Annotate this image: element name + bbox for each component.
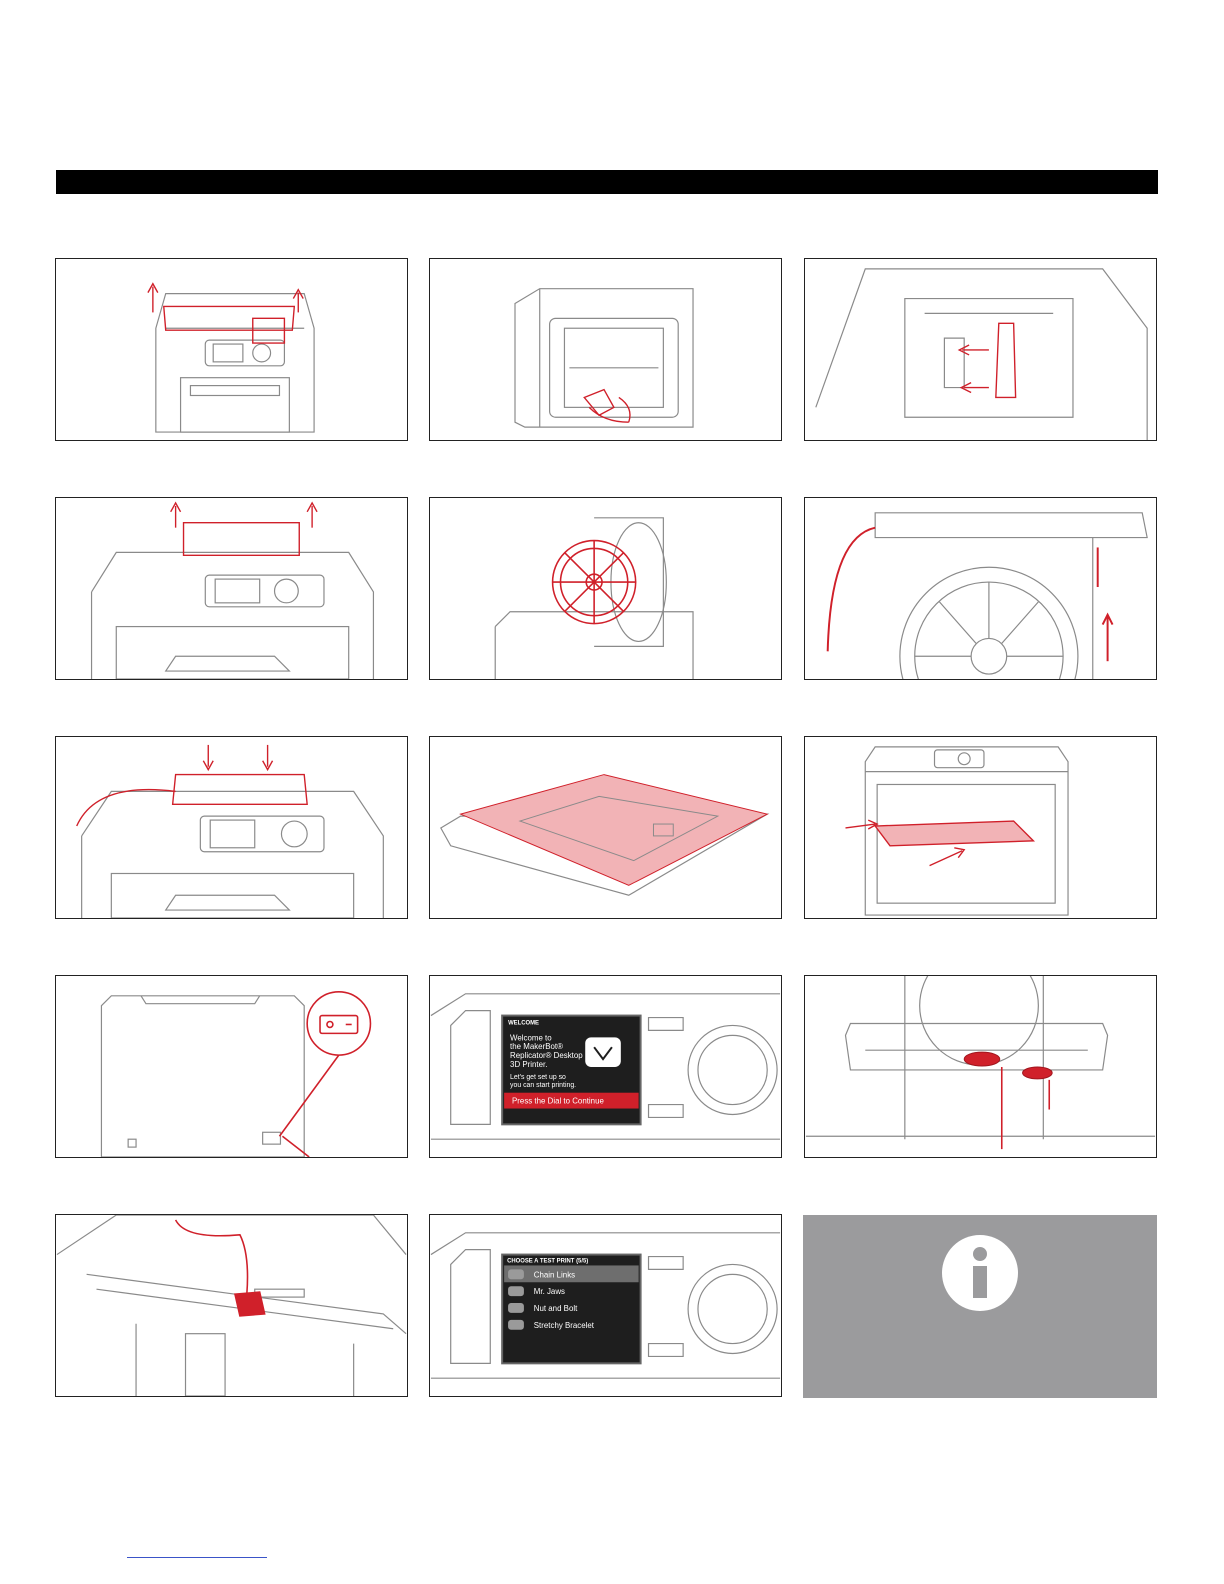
leveling-knobs-illustration [805, 976, 1156, 1157]
step-load-filament-panel [55, 1214, 408, 1397]
info-icon [803, 1215, 1157, 1398]
extruder-top-illustration [56, 1215, 407, 1396]
step-install-spool-panel [429, 497, 782, 680]
step-remove-packaging-panel [55, 258, 408, 441]
build-plate-illustration [430, 737, 781, 918]
info-panel [803, 1215, 1157, 1398]
spool-illustration [430, 498, 781, 679]
control-panel-illustration [430, 976, 781, 1157]
step-feed-filament-panel [804, 497, 1157, 680]
step-close-lid-panel [55, 736, 408, 919]
step-welcome-screen-panel: WELCOME Welcome to the MakerBot® Replica… [429, 975, 782, 1158]
step-insert-plate-panel [804, 736, 1157, 919]
printer-side-illustration [430, 259, 781, 440]
step-power-switch-panel [55, 975, 408, 1158]
footer-link-underline[interactable] [127, 1557, 267, 1558]
printer-lid-illustration [56, 498, 407, 679]
step-open-door-panel [429, 258, 782, 441]
printer-top-illustration [805, 259, 1156, 440]
step-extruder-panel [804, 258, 1157, 441]
step-leveling-knobs-panel [804, 975, 1157, 1158]
printer-back-illustration [56, 976, 407, 1157]
step-build-plate-panel [429, 736, 782, 919]
step-lift-lid-panel [55, 497, 408, 680]
filament-guide-illustration [805, 498, 1156, 679]
printer-lid-close-illustration [56, 737, 407, 918]
step-test-print-panel: CHOOSE A TEST PRINT (5/5) Chain Links Mr… [429, 1214, 782, 1397]
printer-front-illustration [56, 259, 407, 440]
section-header-bar [56, 170, 1158, 194]
printer-plate-insert-illustration [805, 737, 1156, 918]
control-panel-menu-illustration [430, 1215, 781, 1396]
